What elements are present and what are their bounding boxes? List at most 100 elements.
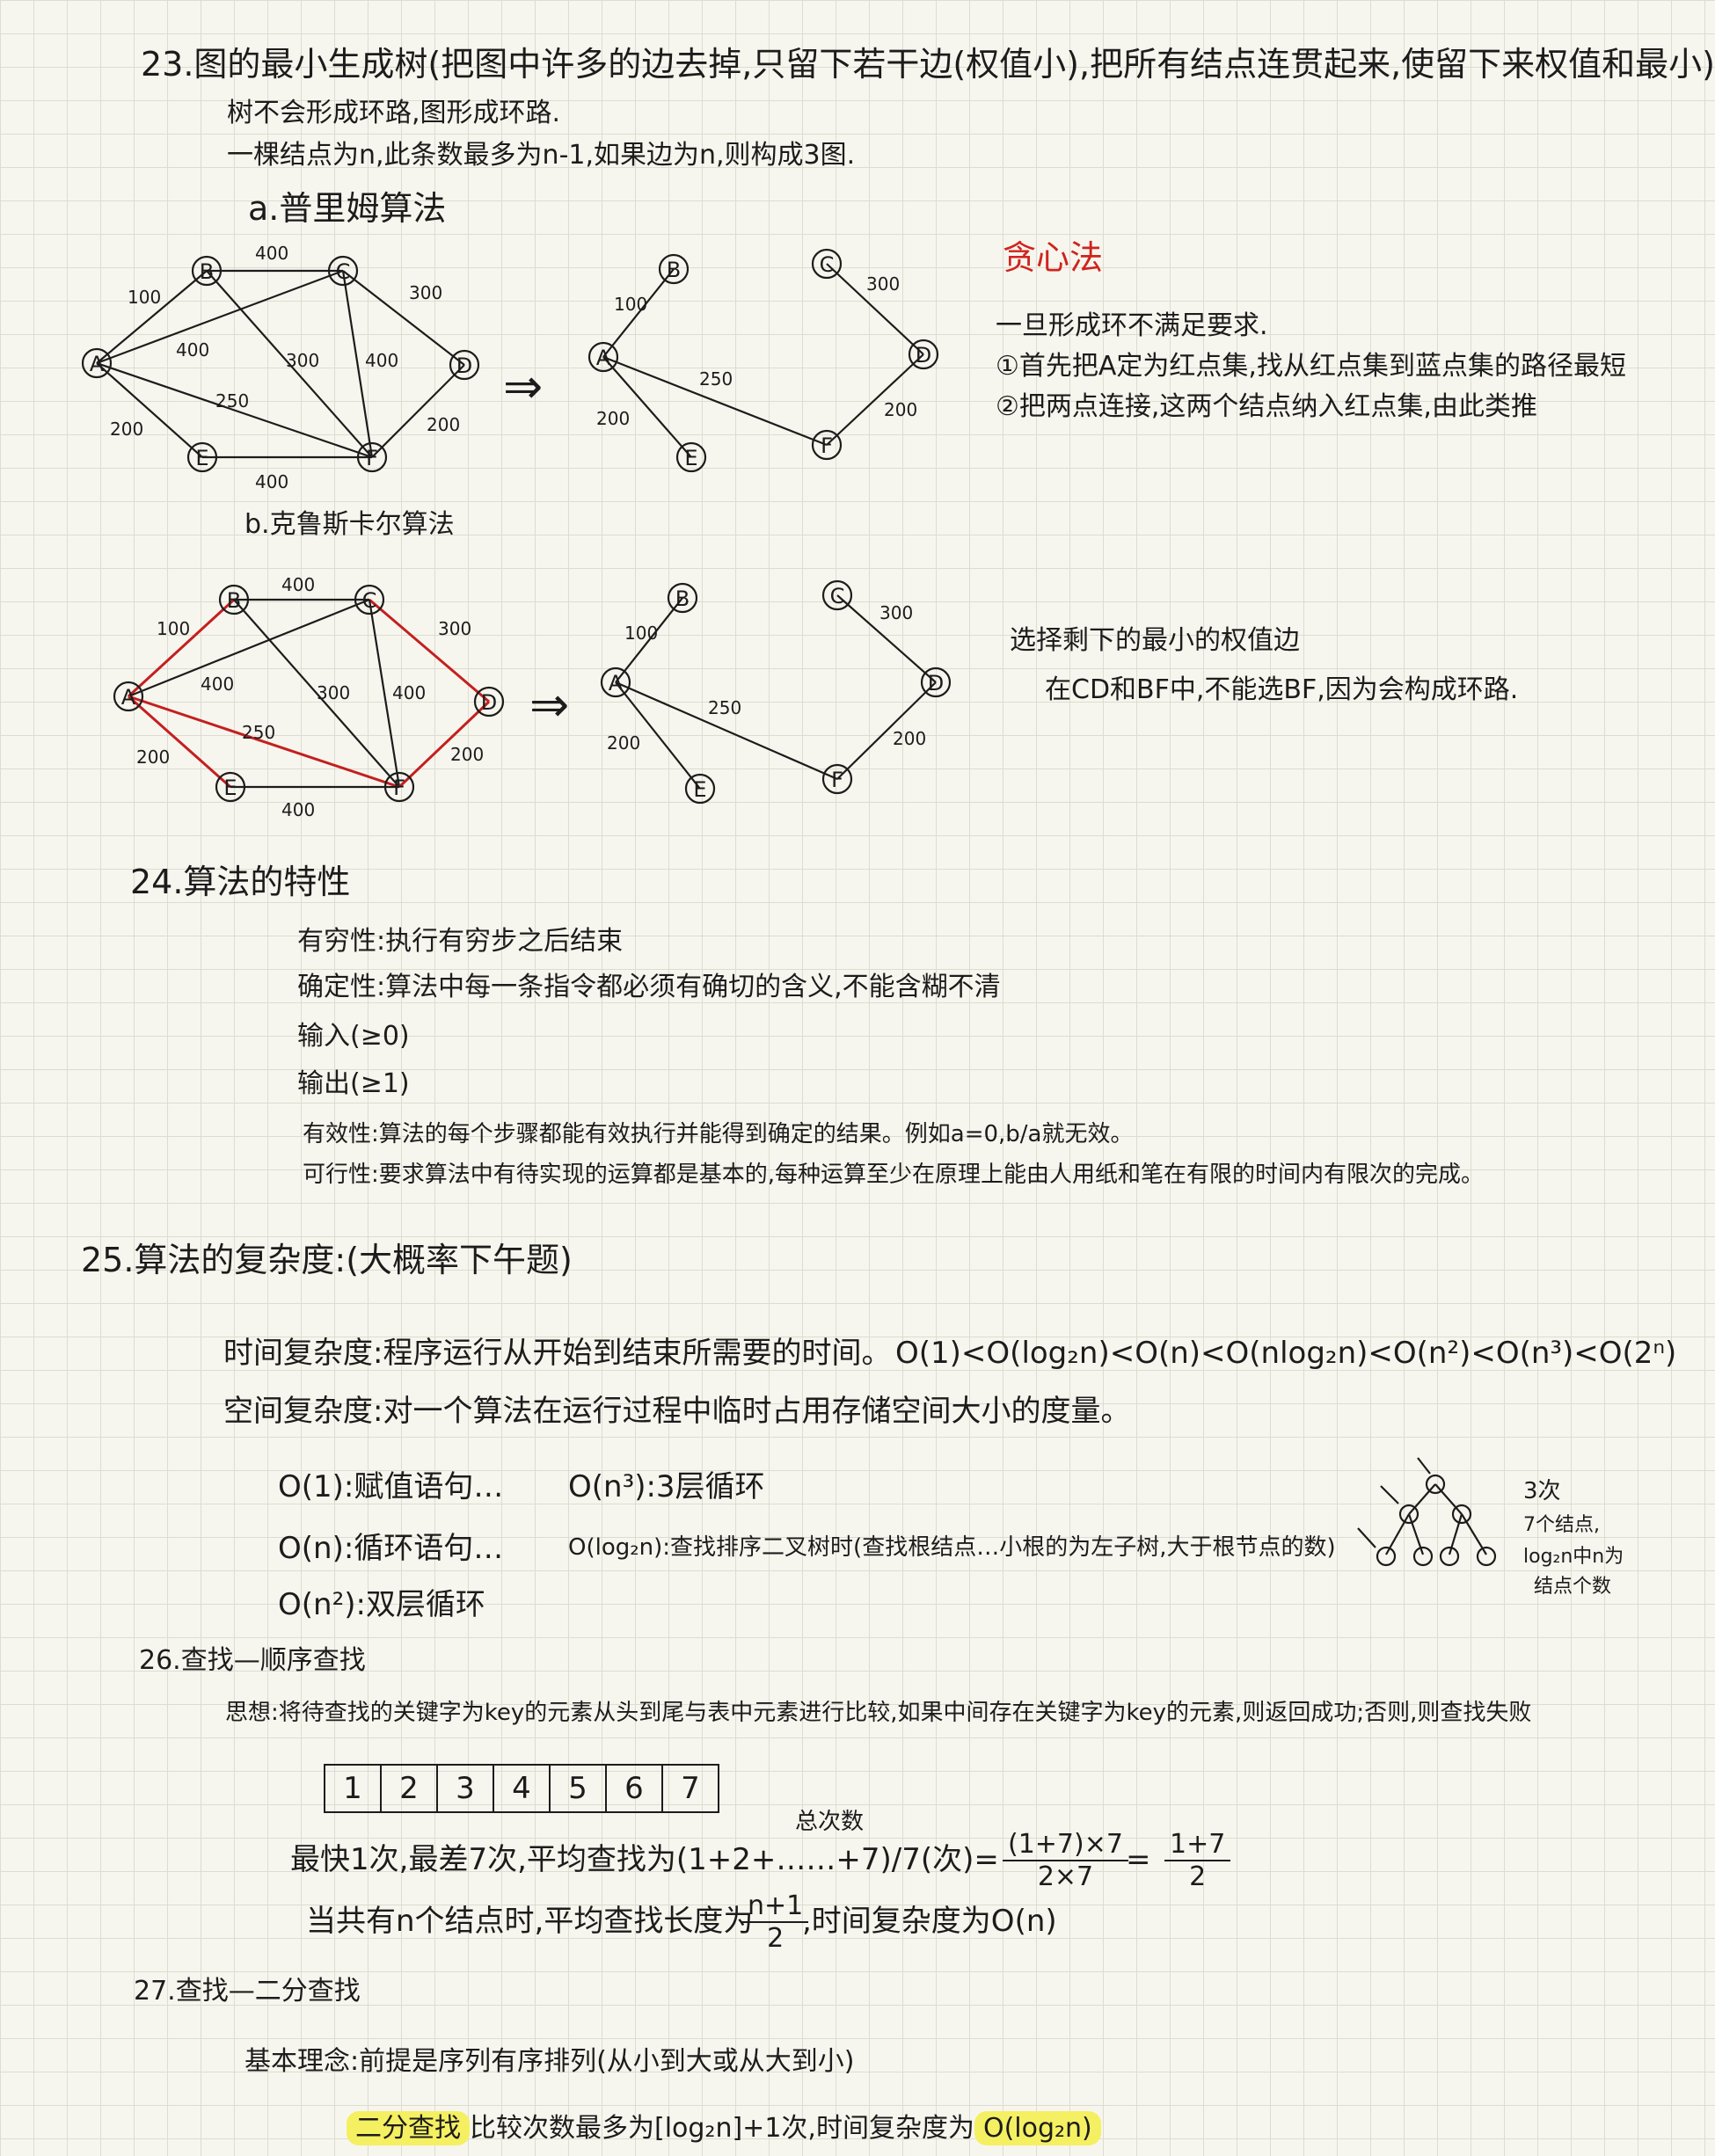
svg-text:100: 100 xyxy=(614,294,647,315)
svg-text:A: A xyxy=(121,685,136,710)
cell: 2 xyxy=(382,1766,438,1811)
kruskal-note1: 选择剩下的最小的权值边 xyxy=(1010,625,1300,656)
kruskal-arrow: ⇒ xyxy=(529,677,570,732)
svg-text:400: 400 xyxy=(281,799,315,820)
s24-input: 输入(≥0) xyxy=(297,1021,410,1052)
node-e: E xyxy=(195,446,208,470)
svg-text:300: 300 xyxy=(317,682,350,703)
weight-ef: 400 xyxy=(255,471,288,492)
best-worst-average: 最快1次,最差7次,平均查找为(1+2+……+7)/7(次)= xyxy=(290,1842,999,1877)
prim-graph-mst: A B C D E F 100 250 200 300 200 xyxy=(587,248,939,473)
svg-text:200: 200 xyxy=(884,399,917,420)
tree-note-4: 结点个数 xyxy=(1534,1576,1612,1598)
complexity-o1: O(1):赋值语句… xyxy=(278,1469,504,1504)
s24-feasibility: 可行性:要求算法中有待实现的运算都是基本的,每种运算至少在原理上能由人用纸和笔在… xyxy=(303,1162,1485,1188)
complexity-order: O(1)<O(log₂n)<O(n)<O(nlog₂n)<O(n²)<O(n³)… xyxy=(895,1336,1677,1371)
greedy-line2: ①首先把A定为红点集,找从红点集到蓝点集的路径最短 xyxy=(996,351,1626,382)
s27-idea: 基本理念:前提是序列有序排列(从小到大或从大到小) xyxy=(244,2046,855,2077)
equals-sign: = xyxy=(1126,1842,1151,1877)
svg-text:B: B xyxy=(667,258,681,282)
weight-ac: 400 xyxy=(176,339,209,361)
svg-text:F: F xyxy=(821,433,833,458)
binary-search-highlight: 二分查找 xyxy=(347,2111,470,2145)
cell: 6 xyxy=(607,1766,663,1811)
greedy-title: 贪心法 xyxy=(1003,238,1104,277)
kruskal-graph-original: A B C D E F 100 400 300 400 300 400 200 … xyxy=(113,574,505,820)
svg-text:E: E xyxy=(693,777,706,802)
cell: 7 xyxy=(681,1771,700,1806)
greedy-line3: ②把两点连接,这两个结点纳入红点集,由此类推 xyxy=(996,391,1537,422)
svg-text:D: D xyxy=(916,343,931,368)
s27-title: 27.查找—二分查找 xyxy=(134,1976,361,2007)
svg-text:D: D xyxy=(928,671,944,696)
weight-ae: 200 xyxy=(110,419,143,440)
greedy-line1: 一旦形成环不满足要求. xyxy=(996,310,1268,341)
svg-text:250: 250 xyxy=(242,722,275,743)
tree-note-1: 3次 xyxy=(1523,1478,1561,1504)
svg-text:D: D xyxy=(481,690,497,715)
node-c: C xyxy=(336,259,351,284)
prim-title: a.普里姆算法 xyxy=(248,189,447,228)
svg-text:300: 300 xyxy=(879,602,913,623)
space-complexity: 空间复杂度:对一个算法在运行过程中临时占用存储空间大小的度量。 xyxy=(223,1394,1131,1429)
total-count-label: 总次数 xyxy=(795,1809,865,1835)
svg-text:400: 400 xyxy=(392,682,426,703)
svg-text:E: E xyxy=(684,446,697,470)
svg-text:B: B xyxy=(675,586,690,611)
svg-text:C: C xyxy=(362,588,377,613)
s24-output: 输出(≥1) xyxy=(297,1068,410,1099)
weight-cf: 400 xyxy=(365,350,398,371)
complexity-on2: O(n²):双层循环 xyxy=(278,1587,485,1622)
complexity-on: O(n):循环语句… xyxy=(278,1531,504,1566)
svg-text:B: B xyxy=(227,588,241,613)
binary-tree-sketch xyxy=(1357,1457,1497,1567)
svg-text:250: 250 xyxy=(699,368,733,390)
s23-note1: 树不会形成环路,图形成环路. xyxy=(227,98,561,128)
n-node-line: 当共有n个结点时,平均查找长度为 xyxy=(306,1904,754,1939)
kruskal-title: b.克鲁斯卡尔算法 xyxy=(244,509,455,540)
svg-text:200: 200 xyxy=(596,408,630,429)
weight-cd: 300 xyxy=(409,282,442,303)
tree-note-3: log₂n中n为 xyxy=(1523,1546,1624,1568)
weight-df: 200 xyxy=(427,414,460,435)
svg-text:F: F xyxy=(831,768,843,792)
prim-graph-original: A B C D E F 100 400 300 400 300 400 200 … xyxy=(81,243,480,492)
s26-title: 26.查找—顺序查找 xyxy=(139,1645,366,1676)
node-d: D xyxy=(456,353,472,378)
svg-text:C: C xyxy=(820,252,835,277)
complexity-on3: O(n³):3层循环 xyxy=(568,1469,765,1504)
s26-idea: 思想:将待查找的关键字为key的元素从头到尾与表中元素进行比较,如果中间存在关键… xyxy=(225,1700,1532,1726)
cell: 3 xyxy=(438,1766,494,1811)
cell: 1 xyxy=(325,1766,382,1811)
node-b: B xyxy=(200,259,214,284)
s24-title: 24.算法的特性 xyxy=(130,863,351,901)
svg-text:200: 200 xyxy=(893,728,926,749)
svg-text:200: 200 xyxy=(450,744,484,765)
svg-text:F: F xyxy=(393,776,405,800)
svg-text:400: 400 xyxy=(201,674,234,695)
svg-text:100: 100 xyxy=(624,623,658,644)
weight-bc: 400 xyxy=(255,243,288,264)
svg-text:250: 250 xyxy=(708,697,741,718)
cell: 4 xyxy=(494,1766,551,1811)
s23-title: 23.图的最小生成树(把图中许多的边去掉,只留下若干边(权值小),把所有结点连贯… xyxy=(141,45,1715,84)
tree-note-2: 7个结点, xyxy=(1523,1514,1600,1536)
prim-arrow: ⇒ xyxy=(503,359,544,414)
s24-definiteness: 确定性:算法中每一条指令都必须有确切的含义,不能含糊不清 xyxy=(297,972,1001,1002)
svg-text:200: 200 xyxy=(136,747,170,768)
svg-text:100: 100 xyxy=(157,618,190,639)
node-f: F xyxy=(366,446,378,470)
complexity-ologn: O(log₂n):查找排序二叉树时(查找根结点…小根的为左子树,大于根节点的数) xyxy=(568,1534,1336,1561)
n-node-complexity: ,时间复杂度为O(n) xyxy=(802,1904,1057,1939)
node-a: A xyxy=(90,352,105,376)
svg-text:200: 200 xyxy=(607,732,640,754)
s23-note2: 一棵结点为n,此条数最多为n-1,如果边为n,则构成3图. xyxy=(227,140,856,171)
svg-text:400: 400 xyxy=(281,574,315,595)
s25-title: 25.算法的复杂度:(大概率下午题) xyxy=(81,1241,573,1279)
cell: 5 xyxy=(551,1766,607,1811)
svg-text:E: E xyxy=(223,776,237,800)
time-complexity: 时间复杂度:程序运行从开始到结束所需要的时间。 xyxy=(223,1336,892,1371)
